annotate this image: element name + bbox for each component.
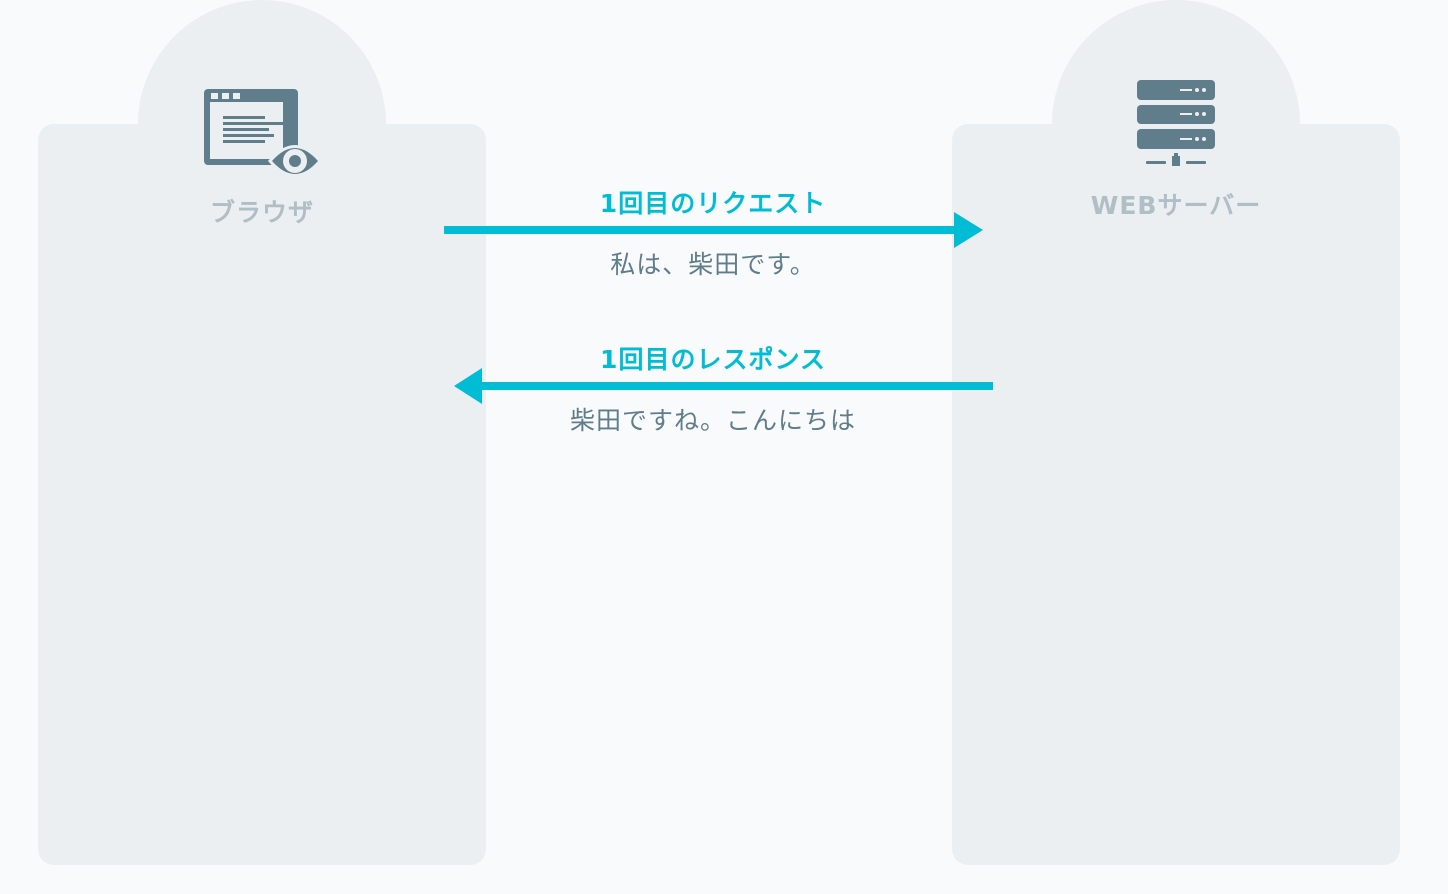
server-node-panel [952,124,1400,865]
browser-eye-icon [204,89,322,177]
request-arrow [444,212,983,248]
server-rack-icon [1137,80,1215,166]
request-body: 私は、柴田です。 [610,250,816,279]
browser-node-panel [38,124,486,865]
browser-node-label: ブラウザ [209,198,314,227]
request-title: 1回目のリクエスト [599,189,827,218]
response-body: 柴田ですね。こんにちは [569,406,856,435]
server-node-label: WEBサーバー [1090,191,1262,220]
response-title: 1回目のレスポンス [600,345,826,374]
response-arrow [454,368,993,404]
